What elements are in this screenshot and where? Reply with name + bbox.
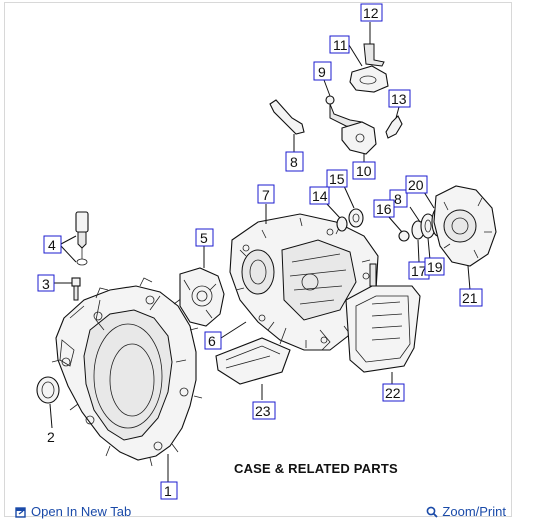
diagram-caption: CASE & RELATED PARTS: [234, 461, 398, 476]
small-seal-part: [325, 202, 348, 232]
callout-3: 3: [37, 274, 55, 292]
callout-2: 2: [47, 429, 55, 445]
svg-text:13: 13: [391, 91, 407, 107]
selector-part: [341, 121, 377, 162]
oil-seal-part: [36, 376, 60, 429]
svg-text:1: 1: [164, 483, 172, 499]
svg-text:17: 17: [411, 263, 427, 279]
svg-text:23: 23: [255, 403, 271, 419]
callout-15: 15: [326, 169, 348, 188]
callout-23: 23: [252, 401, 276, 420]
svg-text:9: 9: [318, 64, 326, 80]
magnifier-icon: [427, 506, 439, 518]
speed-sensor-part: [60, 211, 89, 266]
callout-21: 21: [459, 288, 483, 307]
callout-8-left: 8: [285, 151, 304, 172]
svg-text:3: 3: [42, 276, 50, 292]
svg-text:8: 8: [290, 154, 298, 170]
callout-6: 6: [204, 331, 222, 350]
callout-12: 12: [360, 3, 383, 22]
transaxle-case-part: [229, 204, 379, 351]
callout-4: 4: [43, 235, 62, 254]
svg-text:20: 20: [408, 177, 424, 193]
open-in-new-tab-label: Open In New Tab: [31, 504, 132, 519]
front-cover-part: [179, 246, 225, 327]
callout-13: 13: [388, 89, 411, 108]
callout-5: 5: [195, 228, 214, 247]
callout-9: 9: [313, 61, 332, 81]
open-in-new-tab-link[interactable]: Open In New Tab: [15, 504, 131, 519]
callout-22: 22: [382, 383, 405, 402]
bell-housing-part: [51, 277, 203, 467]
svg-text:10: 10: [356, 163, 372, 179]
callout-1: 1: [160, 481, 178, 500]
callout-16: 16: [373, 199, 395, 218]
oil-pan-part: [345, 263, 421, 384]
svg-text:22: 22: [385, 385, 401, 401]
svg-text:12: 12: [363, 5, 379, 21]
svg-text:6: 6: [208, 333, 216, 349]
open-in-new-tab-icon: [15, 506, 26, 518]
svg-text:14: 14: [312, 188, 328, 204]
svg-text:15: 15: [329, 171, 345, 187]
callout-20: 20: [405, 175, 428, 194]
leader-6: [220, 321, 247, 339]
zoom-print-link[interactable]: Zoom/Print: [426, 504, 506, 519]
zoom-print-label: Zoom/Print: [442, 504, 506, 519]
svg-text:11: 11: [333, 37, 348, 53]
filter-part: [215, 337, 291, 400]
cap-part: [363, 22, 385, 67]
svg-text:21: 21: [462, 290, 478, 306]
end-cover-part: [433, 185, 497, 291]
svg-text:4: 4: [48, 237, 56, 253]
callout-10: 10: [352, 161, 376, 180]
callout-7: 7: [257, 184, 275, 204]
callout-14: 14: [309, 186, 330, 205]
bolt-part: [54, 277, 81, 301]
clip-part: [385, 106, 403, 139]
bracket-part: [269, 99, 305, 152]
svg-text:5: 5: [200, 230, 208, 246]
svg-text:8: 8: [394, 191, 402, 207]
svg-text:16: 16: [376, 201, 392, 217]
svg-text:19: 19: [427, 259, 443, 275]
svg-text:7: 7: [262, 187, 270, 203]
switch-body-part: [348, 44, 389, 93]
disc-part: [343, 185, 364, 228]
svg-text:2: 2: [47, 429, 55, 445]
callout-11: 11: [329, 35, 350, 54]
footer-bar: Open In New Tab Zoom/Print: [4, 500, 510, 519]
callout-19: 19: [424, 257, 445, 276]
